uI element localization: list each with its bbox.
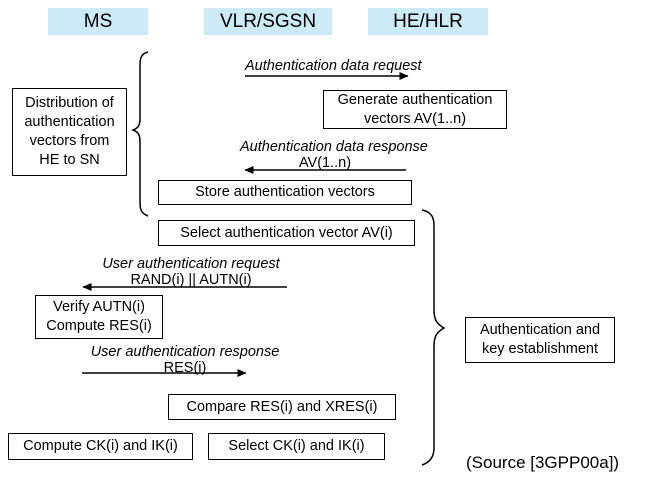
lifeline-header-he-hlr-label: HE/HLR: [393, 11, 463, 32]
message-value-user-auth-request: RAND(i) || AUTN(i): [96, 272, 286, 289]
phase-distribution-line-4: HE to SN: [39, 152, 100, 168]
action-box-store-av: Store authentication vectors: [158, 180, 412, 205]
phase-authentication-line-2: key establishment: [481, 341, 599, 357]
phase-distribution-line-3: vectors from: [29, 133, 110, 149]
action-verify-autn-line-2: Compute RES(i): [46, 318, 152, 334]
action-box-compare-res: Compare RES(i) and XRES(i): [168, 394, 396, 420]
message-label-auth-data-request: Authentication data request: [245, 58, 422, 75]
lifeline-header-ms: MS: [48, 8, 148, 35]
lifeline-header-vlr-sgsn-label: VLR/SGSN: [219, 11, 317, 32]
message-user-auth-request-italic: User authentication request: [102, 256, 280, 272]
lifeline-header-vlr-sgsn: VLR/SGSN: [204, 8, 332, 35]
message-label-user-auth-response: User authentication response: [85, 344, 285, 361]
action-select-keys-line-1: Select CK(i) and IK(i): [228, 438, 365, 454]
brace-authentication: [421, 209, 446, 466]
source-note-text: (Source [3GPP00a]): [466, 453, 620, 472]
action-box-select-keys: Select CK(i) and IK(i): [208, 433, 385, 460]
message-label-auth-data-response: Authentication data response: [240, 139, 428, 156]
source-note: (Source [3GPP00a]): [466, 452, 619, 473]
action-box-verify-autn: Verify AUTN(i) Compute RES(i): [35, 295, 163, 339]
lifeline-header-he-hlr: HE/HLR: [368, 8, 488, 35]
action-box-select-av: Select authentication vector AV(i): [158, 220, 415, 246]
action-compute-keys-line-1: Compute CK(i) and IK(i): [23, 438, 178, 454]
message-auth-data-response-plain: AV(1..n): [298, 155, 352, 171]
phase-box-distribution: Distribution of authentication vectors f…: [12, 88, 127, 176]
action-compare-res-line-1: Compare RES(i) and XRES(i): [186, 398, 378, 415]
message-user-auth-response-plain: RES(i): [163, 360, 207, 376]
action-generate-av-line-1: Generate authentication: [337, 91, 493, 108]
lifeline-header-ms-label: MS: [83, 11, 113, 32]
message-user-auth-request-plain: RAND(i) || AUTN(i): [130, 272, 252, 288]
phase-box-authentication: Authentication and key establishment: [465, 317, 615, 363]
action-select-av-line-1: Select authentication vector AV(i): [180, 224, 393, 241]
action-box-compute-keys: Compute CK(i) and IK(i): [8, 433, 193, 460]
phase-distribution-line-1: Distribution of: [25, 95, 114, 111]
phase-authentication-line-1: Authentication and: [479, 322, 601, 338]
message-label-user-auth-request: User authentication request: [96, 256, 286, 273]
action-store-av-line-1: Store authentication vectors: [195, 184, 375, 200]
message-value-auth-data-response: AV(1..n): [240, 155, 410, 172]
message-auth-data-response-italic: Authentication data response: [240, 139, 428, 155]
brace-distribution: [130, 51, 149, 217]
action-generate-av-line-2: vectors AV(1..n): [363, 110, 467, 127]
action-box-generate-av: Generate authentication vectors AV(1..n): [323, 90, 507, 129]
message-auth-data-request-italic: Authentication data request: [245, 58, 422, 74]
phase-distribution-line-2: authentication: [24, 114, 115, 130]
action-verify-autn-line-1: Verify AUTN(i): [53, 299, 145, 315]
message-value-user-auth-response: RES(i): [85, 360, 285, 377]
message-user-auth-response-italic: User authentication response: [90, 344, 280, 360]
